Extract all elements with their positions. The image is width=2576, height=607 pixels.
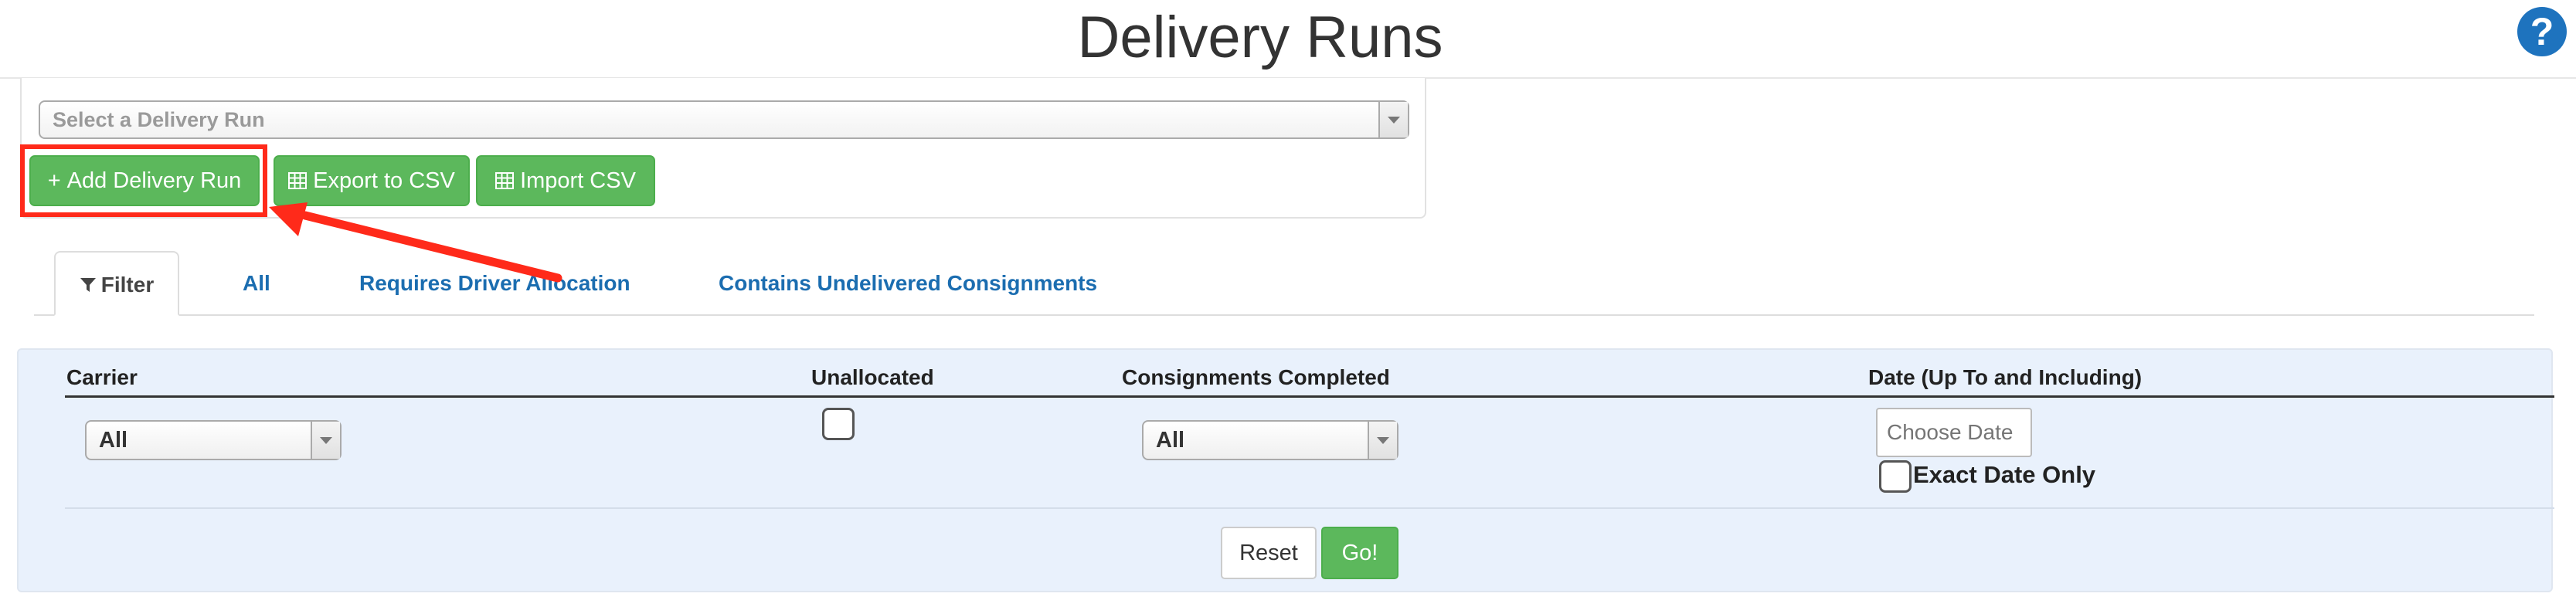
export-csv-button[interactable]: Export to CSV (274, 155, 470, 206)
chevron-down-icon (1368, 422, 1397, 459)
table-icon (288, 168, 308, 193)
import-csv-label: Import CSV (520, 168, 636, 193)
carrier-label: Carrier (66, 365, 138, 389)
filter-tabs: Filter All Requires Driver Allocation Co… (34, 251, 2534, 316)
unallocated-label: Unallocated (811, 365, 934, 389)
filter-header-divider (65, 395, 2554, 398)
exact-date-label: Exact Date Only (1913, 461, 2096, 488)
delivery-run-select-placeholder: Select a Delivery Run (53, 108, 265, 131)
filter-icon (80, 273, 101, 297)
page-header: Delivery Runs ? (0, 0, 2576, 79)
filter-footer-divider (65, 507, 2554, 509)
delivery-run-select[interactable]: Select a Delivery Run (39, 100, 1409, 139)
add-delivery-run-label: Add Delivery Run (66, 168, 242, 193)
date-input[interactable] (1876, 408, 2032, 457)
page-title: Delivery Runs (1077, 5, 1443, 70)
table-icon (495, 168, 515, 193)
chevron-down-icon (1378, 102, 1408, 137)
import-csv-button[interactable]: Import CSV (476, 155, 655, 206)
consignments-completed-select-value: All (1156, 428, 1185, 453)
export-csv-label: Export to CSV (313, 168, 455, 193)
exact-date-checkbox[interactable] (1879, 460, 1912, 493)
filter-panel: Carrier Unallocated Consignments Complet… (17, 348, 2554, 592)
consignments-completed-select[interactable]: All (1142, 420, 1398, 460)
carrier-select-value: All (99, 428, 128, 453)
tab-filter-label: Filter (100, 273, 155, 297)
plus-icon: + (47, 168, 61, 193)
add-delivery-run-button[interactable]: +Add Delivery Run (29, 155, 260, 206)
tab-contains-undelivered-consignments[interactable]: Contains Undelivered Consignments (719, 271, 1098, 295)
unallocated-checkbox[interactable] (822, 408, 855, 440)
date-label: Date (Up To and Including) (1868, 365, 2143, 389)
consignments-completed-label: Consignments Completed (1122, 365, 1390, 389)
help-button[interactable]: ? (2517, 7, 2567, 56)
go-button[interactable]: Go! (1321, 527, 1398, 579)
tab-filter[interactable]: Filter (54, 251, 179, 316)
carrier-select[interactable]: All (85, 420, 342, 460)
annotation-highlight-box (20, 144, 267, 217)
chevron-down-icon (311, 422, 340, 459)
tab-all[interactable]: All (243, 271, 270, 295)
tab-requires-driver-allocation[interactable]: Requires Driver Allocation (359, 271, 630, 295)
reset-button[interactable]: Reset (1221, 527, 1317, 579)
